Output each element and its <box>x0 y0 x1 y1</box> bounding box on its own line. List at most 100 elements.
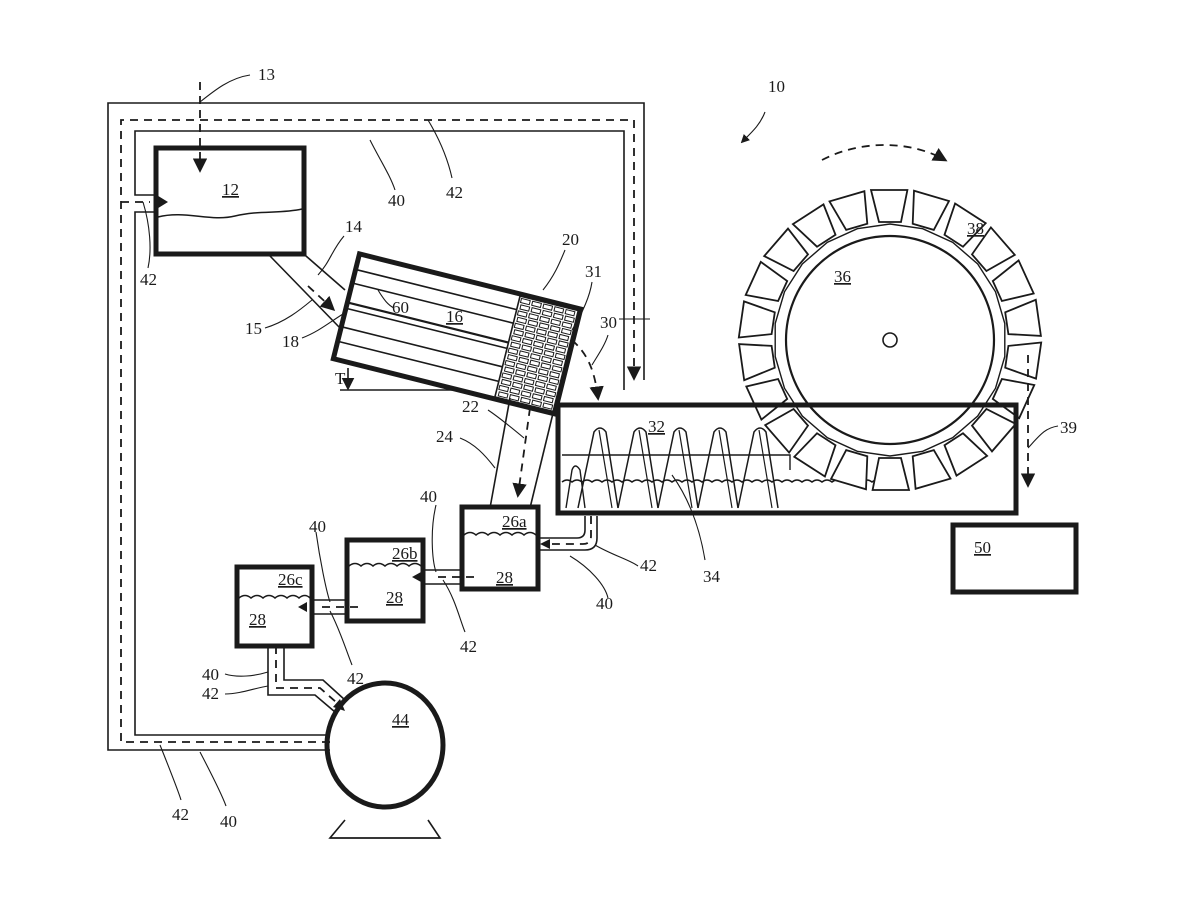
screen-cell <box>531 300 543 309</box>
screen-cell <box>518 350 530 358</box>
wheel-bucket <box>943 202 988 248</box>
drum-screen-mesh <box>493 295 580 413</box>
wheel-bucket <box>970 407 1018 453</box>
screen-cell <box>513 322 525 331</box>
label-12: 12 <box>222 180 239 199</box>
screen-cell <box>542 402 554 410</box>
label-40: 40 <box>202 665 219 684</box>
screen-cell <box>540 355 552 364</box>
label-40: 40 <box>596 594 613 613</box>
system-pointer-arrow <box>740 111 766 144</box>
leader-15 <box>264 299 313 329</box>
screen-cell <box>510 341 521 349</box>
screen-cell <box>506 353 518 362</box>
settling-tank-b-body <box>344 537 426 624</box>
screen-cell <box>518 356 530 365</box>
screen-cell <box>498 384 510 393</box>
settling-tank-c-liquid <box>238 594 311 599</box>
screw-flight <box>657 427 699 509</box>
screen-cell <box>503 366 515 374</box>
screen-cell <box>521 344 533 352</box>
screen-cell <box>535 334 547 343</box>
screen-cell <box>555 346 567 354</box>
screen-cell <box>530 307 542 315</box>
wheel-bucket <box>970 225 1017 273</box>
screen-cell <box>541 309 553 318</box>
wheel-buckets <box>737 189 1043 491</box>
screw-conveyor <box>562 427 791 509</box>
screw-flight <box>737 427 779 509</box>
screen-cell <box>546 337 558 345</box>
pipe-inner-wall <box>134 130 625 736</box>
screen-cell <box>544 343 556 351</box>
label-39: 39 <box>1060 418 1077 437</box>
screen-cell <box>542 395 554 404</box>
screen-cell <box>526 371 538 380</box>
label-15: 15 <box>245 319 262 338</box>
screen-cell <box>536 328 547 336</box>
screen-cell <box>551 365 563 373</box>
screen-cell <box>547 331 559 339</box>
screen-cell <box>526 365 538 373</box>
label-31: 31 <box>585 262 602 281</box>
label-26c: 26c <box>278 570 303 589</box>
drum-body <box>330 250 584 417</box>
screen-cell <box>543 349 555 358</box>
screen-cell <box>521 337 533 346</box>
wheel-bucket <box>829 449 869 491</box>
wheel-bucket <box>1004 298 1042 337</box>
settling-tank-a-body <box>459 504 541 592</box>
leader-14 <box>317 235 345 276</box>
screen-cell <box>524 325 536 333</box>
label-42: 42 <box>640 556 657 575</box>
label-40: 40 <box>388 191 405 210</box>
wheel-bucket <box>869 189 909 223</box>
screen-cell <box>514 369 526 377</box>
screw-flight-edge <box>638 429 653 509</box>
screen-cell <box>508 393 520 402</box>
chute-flow-arrow <box>307 285 336 311</box>
label-42: 42 <box>347 669 364 688</box>
screen-cell <box>554 352 566 361</box>
underflow-chute-wall-left <box>489 397 511 509</box>
screen-cell <box>532 340 544 349</box>
screen-cell <box>516 316 528 325</box>
wheel-bucket <box>991 258 1035 303</box>
screw-flight-edge <box>598 429 613 509</box>
screw-flight-edge <box>678 429 693 509</box>
drum-bar <box>357 269 517 311</box>
label-26b: 26b <box>392 544 418 563</box>
label-32: 32 <box>648 417 665 436</box>
pipe-loop <box>107 102 650 751</box>
wheel-bucket <box>762 227 810 273</box>
label-18: 18 <box>282 332 299 351</box>
screen-cell <box>527 313 539 321</box>
leader-30 <box>591 334 609 366</box>
leader-31 <box>571 281 593 331</box>
screen-cell <box>520 390 532 398</box>
screen-cell <box>553 306 565 314</box>
tank-connector-b-c <box>298 599 358 615</box>
conveyor-trough-outline <box>555 402 1019 516</box>
flow-arrow-icon <box>298 602 307 612</box>
label-42: 42 <box>446 183 463 202</box>
output-bin: 50 <box>950 522 1079 595</box>
feed-inlet: 13 <box>192 65 275 173</box>
screen-cell <box>538 322 550 330</box>
label-16: 16 <box>446 307 463 326</box>
feed-tank-body <box>153 145 307 257</box>
screen-cell <box>552 312 564 321</box>
drum-bar <box>339 340 499 383</box>
screen-cell <box>540 362 552 370</box>
screen-cell <box>513 329 525 337</box>
screen-cell <box>512 375 524 383</box>
screen-cell <box>550 318 562 327</box>
flow-arrow-icon <box>540 539 550 549</box>
screen-cell <box>519 396 531 405</box>
screen-cell <box>552 358 564 367</box>
leader-13 <box>199 74 251 103</box>
pipe-outer-wall <box>107 102 645 751</box>
bucket-wheel: 36 38 <box>737 144 1043 491</box>
